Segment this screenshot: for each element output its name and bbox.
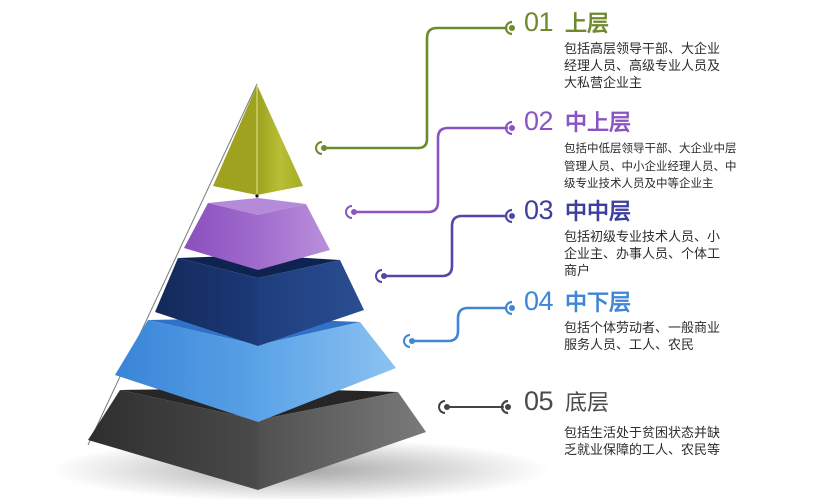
level-1-name: 上层 [565,11,610,36]
level-5-description: 包括生活处于贫困状态并缺 乏就业保障的工人、农民等 [564,426,721,458]
level-3-description: 包括初级专业技术人员、小 企业主、办事人员、个体工 商户 [564,230,721,279]
level-2-title: 02 中上层 [524,108,737,135]
level-3-label: 03 中中层 包括初级专业技术人员、小 企业主、办事人员、个体工 商户 [524,197,720,280]
level-2-description: 包括中低层领导干部、大企业中层 管理人员、中小企业经理人员、中 级专业技术人员及… [564,141,737,190]
level-1-title: 01 上层 [524,9,720,36]
connector-lines [323,26,509,408]
level-1-description: 包括高层领导干部、大企业 经理人员、高级专业人员及 大私营企业主 [564,42,721,91]
level-4-description: 包括个体劳动者、一般商业 服务人员、工人、农民 [564,321,721,353]
level-5-number: 05 [524,386,554,416]
level-2-name: 中上层 [565,110,632,135]
level-1-number: 01 [524,7,554,37]
connector-caps [315,20,515,415]
level-2-label: 02 中上层 包括中低层领导干部、大企业中层 管理人员、中小企业经理人员、中 级… [524,108,737,193]
level-4-title: 04 中下层 [524,288,720,315]
level-5-title: 05 底层 [524,388,720,415]
level-3-name: 中中层 [565,199,632,224]
pyramid-layer-1 [213,85,303,198]
level-1-label: 01 上层 包括高层领导干部、大企业 经理人员、高级专业人员及 大私营企业主 [524,9,720,92]
level-4-name: 中下层 [565,290,632,315]
level-4-number: 04 [524,286,554,316]
level-5-label: 05 底层 包括生活处于贫困状态并缺 乏就业保障的工人、农民等 [524,388,720,459]
level-5-name: 底层 [565,390,610,415]
level-3-number: 03 [524,195,554,225]
level-3-title: 03 中中层 [524,197,720,224]
level-4-label: 04 中下层 包括个体劳动者、一般商业 服务人员、工人、农民 [524,288,720,354]
level-2-number: 02 [524,106,554,136]
pyramid-layer-2 [184,198,330,270]
